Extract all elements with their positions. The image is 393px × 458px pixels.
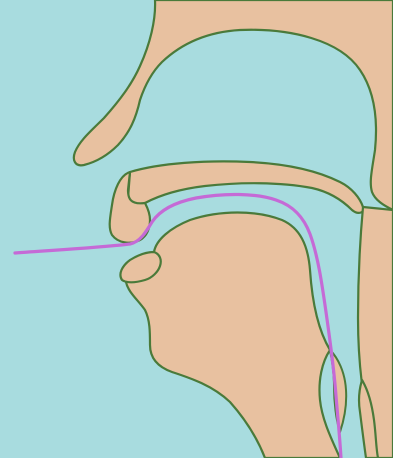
vocal-tract-drawing — [0, 0, 393, 458]
vocal-tract-diagram — [0, 0, 393, 458]
